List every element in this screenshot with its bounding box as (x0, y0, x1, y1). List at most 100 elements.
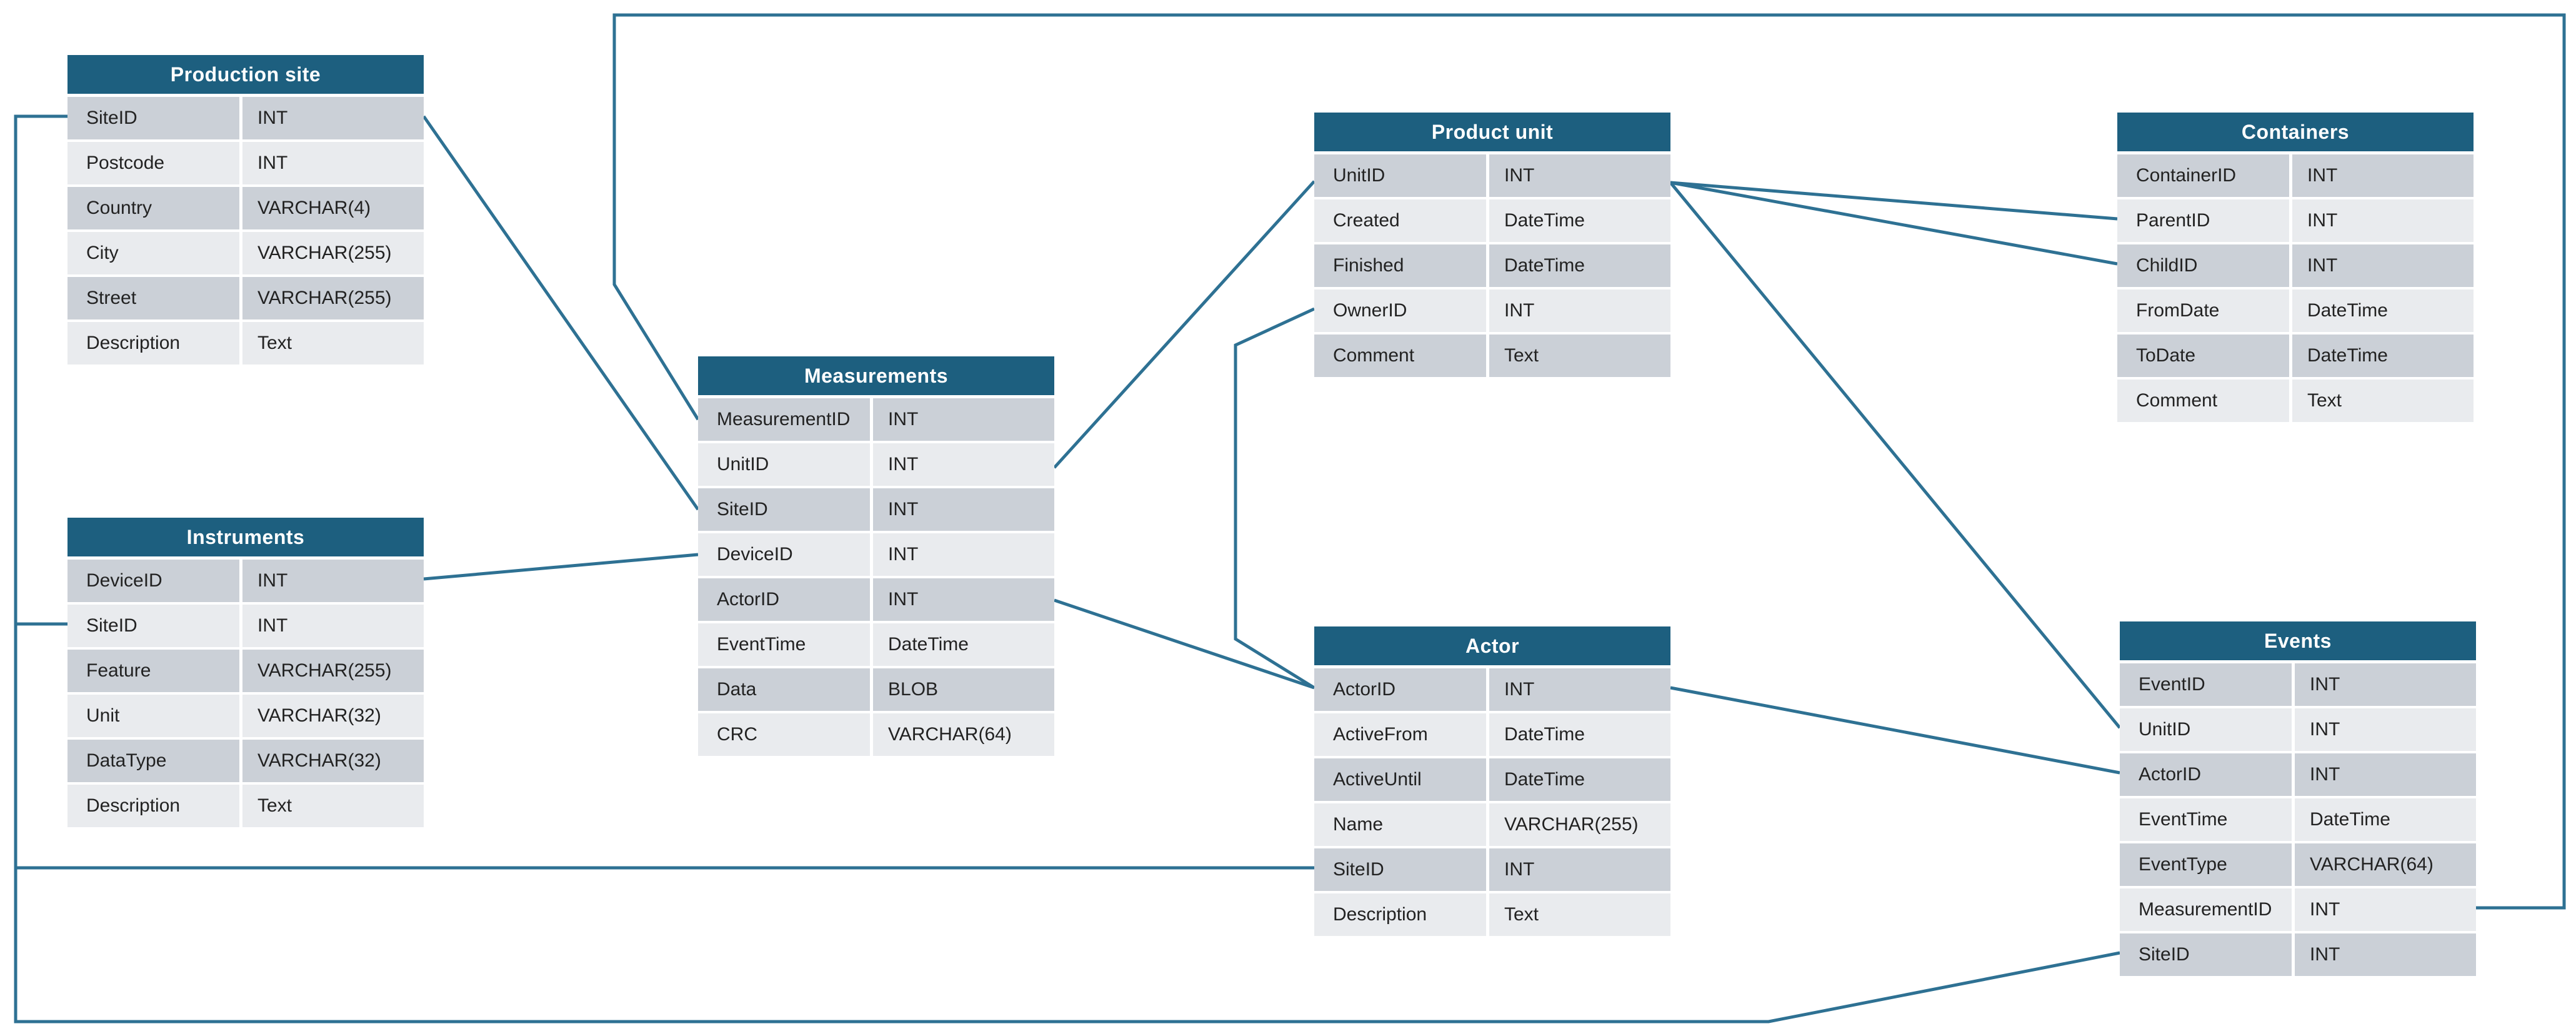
field-type: INT (873, 398, 1054, 441)
field-type: INT (1489, 668, 1670, 711)
field-type: INT (2295, 753, 2476, 796)
table-title: Product unit (1314, 113, 1670, 151)
field-type: VARCHAR(255) (1489, 803, 1670, 846)
field-name: OwnerID (1314, 289, 1489, 332)
field-name: Description (1314, 893, 1489, 936)
field-type: VARCHAR(255) (242, 232, 424, 274)
field-name: Name (1314, 803, 1489, 846)
field-type: INT (873, 578, 1054, 621)
field-type: VARCHAR(32) (242, 740, 424, 782)
field-type: INT (242, 605, 424, 647)
field-type: INT (873, 533, 1054, 576)
field-name: UnitID (698, 443, 873, 486)
field-type: VARCHAR(255) (242, 650, 424, 692)
field-name: SiteID (698, 488, 873, 531)
field-type: INT (873, 488, 1054, 531)
field-name: ActiveUntil (1314, 758, 1489, 801)
relationship-line-product-unit-unitid--events-unitid (1669, 181, 2121, 729)
field-type: VARCHAR(255) (242, 277, 424, 319)
field-name: EventTime (2120, 798, 2295, 841)
field-name: Feature (67, 650, 242, 692)
field-type: INT (2295, 888, 2476, 931)
relationship-line-product-unit-ownerid--actor-actorid (1234, 307, 1315, 690)
relationship-line-measurements-actorid--actor-actorid (1054, 598, 1315, 690)
field-name: Finished (1314, 244, 1489, 287)
field-type: DateTime (2292, 289, 2474, 332)
field-type: Text (2292, 380, 2474, 422)
field-name: DataType (67, 740, 242, 782)
field-type: DateTime (873, 623, 1054, 666)
table-title: Containers (2117, 113, 2474, 151)
relationship-line-instruments-deviceid--measurements-deviceid (423, 553, 699, 581)
field-name: ActorID (698, 578, 873, 621)
field-name: ParentID (2117, 199, 2292, 242)
table-title: Actor (1314, 626, 1670, 665)
relationship-line-product-unit-unitid--containers-childid (1670, 181, 2118, 266)
table-title: Production site (67, 55, 424, 94)
field-name: Comment (2117, 380, 2292, 422)
field-name: City (67, 232, 242, 274)
field-type: Text (1489, 893, 1670, 936)
table-title: Events (2120, 621, 2476, 660)
field-name: SiteID (2120, 933, 2295, 976)
field-type: DateTime (1489, 244, 1670, 287)
field-name: DeviceID (698, 533, 873, 576)
field-type: INT (2292, 154, 2474, 197)
field-type: VARCHAR(64) (2295, 843, 2476, 886)
field-type: BLOB (873, 668, 1054, 711)
field-type: DateTime (1489, 199, 1670, 242)
field-type: VARCHAR(4) (242, 187, 424, 229)
field-type: INT (2295, 708, 2476, 751)
field-type: Text (1489, 334, 1670, 377)
field-type: Text (242, 322, 424, 365)
field-name: EventType (2120, 843, 2295, 886)
field-type: DateTime (1489, 758, 1670, 801)
field-name: CRC (698, 713, 873, 756)
relationship-line-events-measurementid--measurements-measurementid (612, 13, 2566, 910)
field-name: Created (1314, 199, 1489, 242)
field-type: INT (2292, 199, 2474, 242)
field-name: SiteID (67, 605, 242, 647)
field-name: SiteID (67, 97, 242, 139)
field-type: VARCHAR(64) (873, 713, 1054, 756)
field-name: UnitID (1314, 154, 1489, 197)
table-title: Instruments (67, 518, 424, 556)
field-name: EventTime (698, 623, 873, 666)
field-name: MeasurementID (2120, 888, 2295, 931)
field-type: INT (242, 560, 424, 602)
field-type: INT (2295, 663, 2476, 706)
field-type: DateTime (1489, 713, 1670, 756)
field-type: INT (873, 443, 1054, 486)
